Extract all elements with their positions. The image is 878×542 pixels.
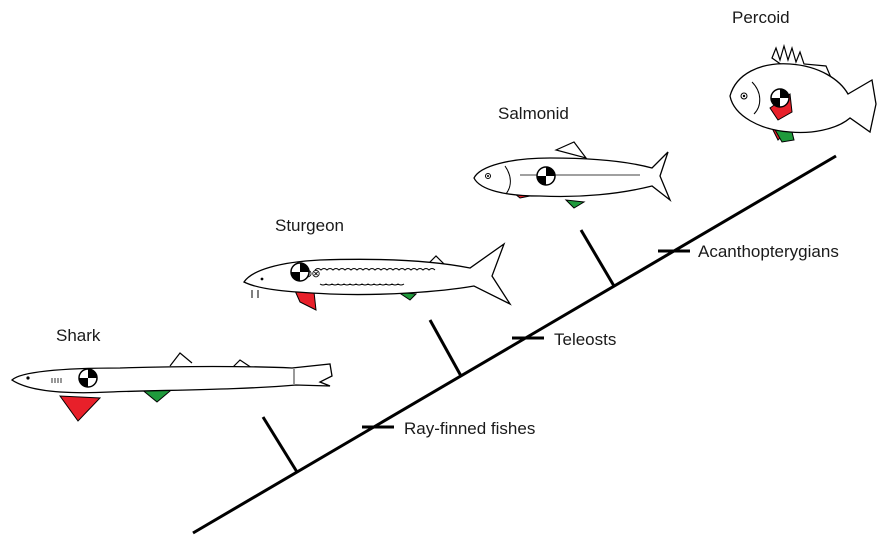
taxon-label-sturgeon: Sturgeon [275, 217, 344, 234]
branch-sturgeon [430, 320, 461, 376]
salmonid-illustration [474, 142, 670, 208]
shark-illustration [12, 353, 332, 421]
branch-salmonid [581, 230, 614, 286]
clade-label-acanthopterygians: Acanthopterygians [698, 243, 839, 260]
center-of-mass-icon [291, 263, 309, 281]
taxon-label-shark: Shark [56, 327, 100, 344]
center-of-mass-icon [537, 167, 555, 185]
sturgeon-illustration: ⊗⊗⊗ [244, 244, 510, 310]
clade-label-teleosts: Teleosts [554, 331, 616, 348]
percoid-illustration [730, 46, 876, 142]
branch-shark [263, 417, 297, 472]
taxon-label-percoid: Percoid [732, 9, 790, 26]
center-of-mass-icon [771, 89, 789, 107]
clade-label-ray-finned: Ray-finned fishes [404, 420, 535, 437]
phylogeny-trunk [193, 156, 836, 533]
center-of-mass-icon [79, 369, 97, 387]
taxon-label-salmonid: Salmonid [498, 105, 569, 122]
